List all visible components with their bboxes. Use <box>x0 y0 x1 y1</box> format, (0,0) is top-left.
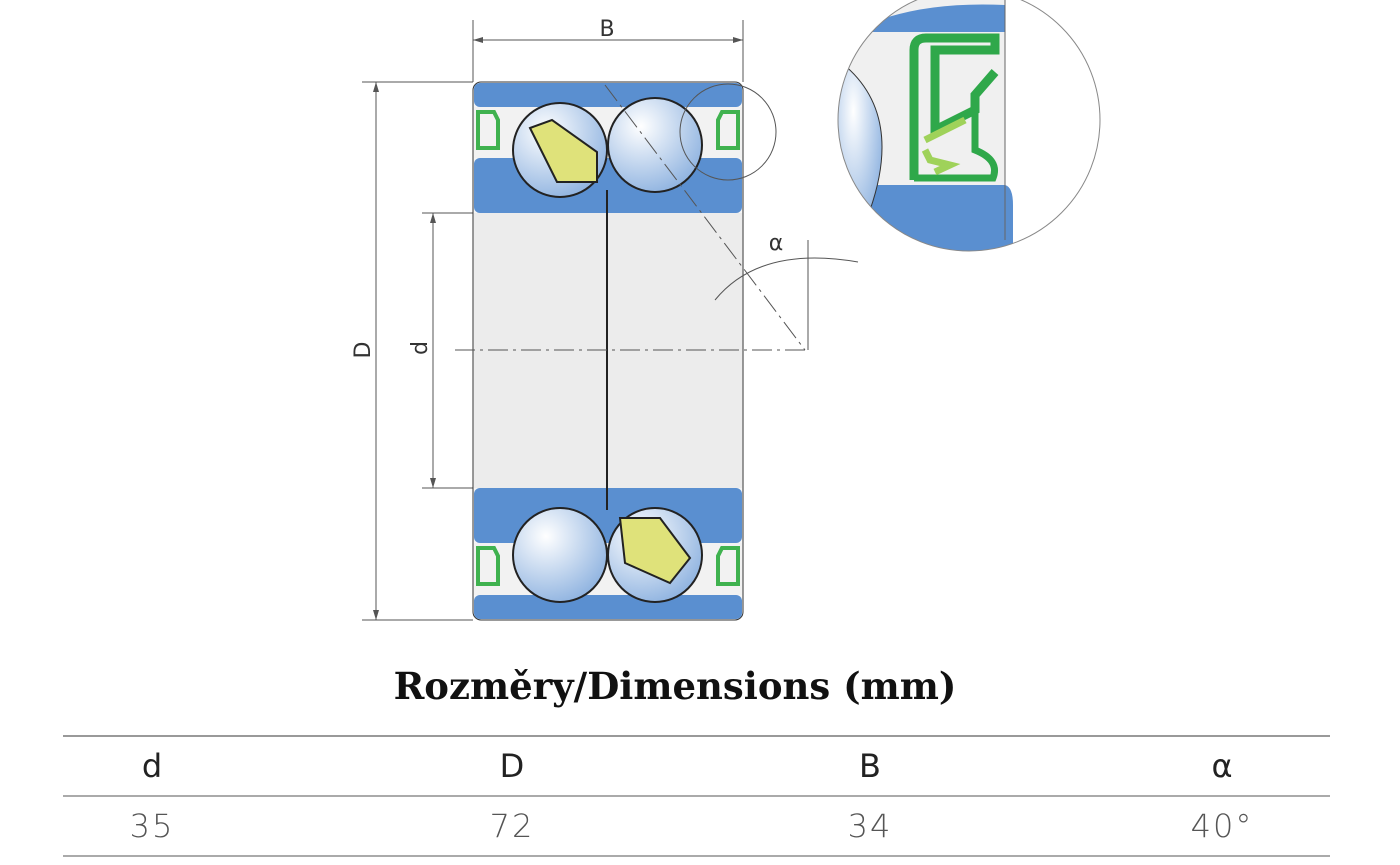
label-B: B <box>599 17 614 42</box>
label-alpha: α <box>769 231 784 256</box>
table-row: 35 72 34 40° <box>63 797 1330 857</box>
header-d: d <box>141 747 163 785</box>
bore-diameter-dimension-d: d <box>408 212 473 489</box>
seal-detail-view <box>837 0 1101 252</box>
contact-angle-line <box>604 84 806 351</box>
table-header-row: d D B α <box>63 737 1330 797</box>
value-alpha: 40° <box>1190 807 1254 845</box>
detail-marker-circle <box>679 83 777 181</box>
bearing-cross-section <box>472 81 744 621</box>
bearing-drawing: B D d α <box>351 0 1101 621</box>
dimensions-title: Rozměry/Dimensions (mm) <box>393 664 957 708</box>
value-d: 35 <box>129 807 175 845</box>
width-dimension-B: B <box>472 17 744 82</box>
header-alpha: α <box>1211 747 1233 785</box>
label-D: D <box>351 342 376 359</box>
header-B: B <box>859 747 881 785</box>
label-d: d <box>408 341 433 355</box>
dimensions-table: d D B α 35 72 34 40° <box>63 735 1330 857</box>
outer-diameter-dimension-D: D <box>351 81 473 621</box>
header-D: D <box>499 747 525 785</box>
value-D: 72 <box>489 807 535 845</box>
value-B: 34 <box>847 807 893 845</box>
